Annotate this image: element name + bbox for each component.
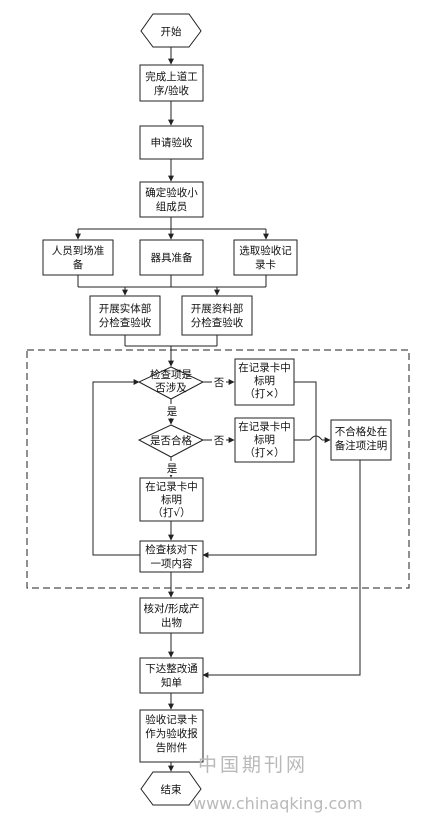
physical-label: 开展实体部分检查验收 [99,302,152,329]
yes1-label-bg [165,404,179,418]
yes2-label-bg [165,461,179,475]
no2-label-bg [212,433,226,447]
edge-note-to-rectify [202,460,361,678]
mark-x2-label: 在记录卡中标明（打×） [238,420,291,459]
team-label: 确定验收小组成员 [145,186,198,213]
mark-x1-label: 在记录卡中标明（打×） [238,361,291,400]
edge-label-no-qualified: 否 [214,435,225,447]
cards-label: 选取验收记录卡 [239,244,292,271]
next-item-box [139,540,204,573]
end-terminal [140,771,202,806]
physical-box [89,295,161,336]
cards-box [233,239,298,276]
apply-box [139,125,204,160]
start-label: 开始 [161,25,182,38]
mark-x2-box [234,417,295,463]
team-box [139,181,204,218]
tools-label: 器具准备 [151,251,193,264]
verify-label: 核对/形成产出物 [143,602,199,629]
qualified-label: 是否合格 [150,434,192,447]
end-label: 结束 [161,783,182,796]
no1-label-bg [212,375,226,389]
watermark-url: www.chinaqking.com [193,794,363,813]
edge-mark-x2-crossover [309,435,323,441]
edge-label-yes-involved: 是 [167,406,178,418]
rectify-box [139,657,204,694]
staff-label: 人员到场准备 [52,244,105,271]
involved-decision [137,366,205,400]
edge-label-no-involved: 否 [214,377,225,389]
edge-mark-x1-to-next [202,381,317,558]
note-fail-label: 不合格处在备注项注明 [335,425,388,452]
rectify-label: 下达整改通知单 [145,662,198,689]
edge-next-loop-back [92,379,140,556]
note-fail-box [330,419,392,461]
start-terminal [140,13,202,48]
attach-box [139,709,204,763]
verify-box [139,597,204,634]
next-item-label: 检查核对下一项内容 [145,543,198,570]
involved-label: 检查项是否涉及 [150,368,192,394]
connectors [75,47,361,772]
mark-ok-box [139,477,204,522]
mark-x1-box [234,358,295,406]
staff-box [42,239,114,276]
qualified-decision [137,424,205,458]
attach-label: 验收记录卡作为验收报告附件 [145,713,198,754]
apply-label: 申请验收 [151,136,193,149]
complete-prev-label: 完成上道工序/验收 [145,70,198,97]
inspection-loop-region [26,349,410,589]
edge-label-yes-qualified: 是 [167,463,178,475]
watermark-text: 中国期刊网 [198,754,308,776]
tools-box [139,239,204,276]
documents-box [181,295,253,336]
documents-label: 开展资料部分检查验收 [191,302,244,329]
mark-ok-label: 在记录卡中标明（打√） [145,480,198,519]
complete-prev-box [139,64,204,102]
